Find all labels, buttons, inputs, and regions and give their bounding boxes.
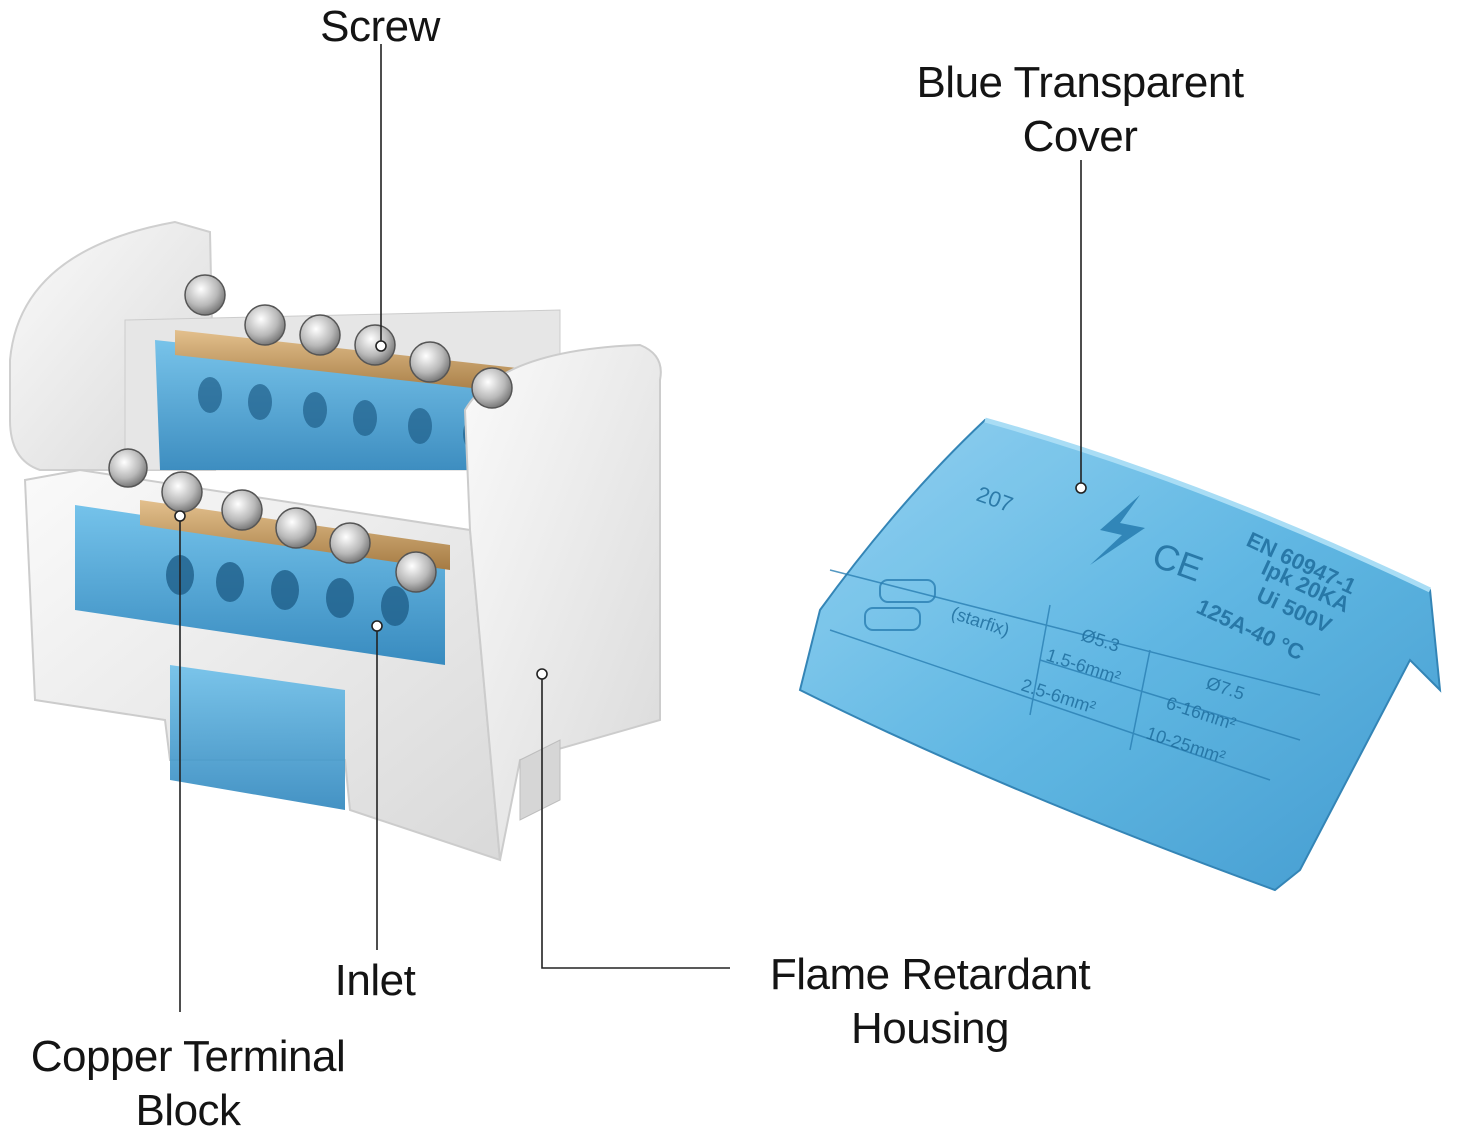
cover-top-edge: [984, 417, 1432, 593]
wire-icons: [864, 579, 936, 631]
cover-spec-table: [829, 569, 1321, 781]
cover-label-line2: Cover: [1022, 112, 1138, 161]
lower-screws: [108, 448, 437, 593]
inlet-label: Inlet: [310, 954, 440, 1008]
upper-copper-bar: [175, 330, 535, 395]
flame-label-line2: Housing: [851, 1004, 1009, 1053]
cover-body: [798, 418, 1442, 892]
copper-label-line1: Copper Terminal: [30, 1032, 346, 1081]
blue-base-plate: [170, 665, 345, 810]
flame-label-line1: Flame Retardant: [769, 950, 1091, 999]
leader-dots: [174, 340, 1087, 680]
copper-label-line2: Block: [135, 1086, 241, 1135]
screw-label-text: Screw: [320, 2, 440, 51]
upper-screws: [184, 274, 513, 409]
flame-leader: [541, 674, 730, 969]
leader-lines: [179, 44, 1082, 1012]
screw-label: Screw: [300, 0, 460, 54]
din-rail-foot: [519, 739, 561, 821]
inlet-holes: [166, 555, 409, 626]
blue-transparent-cover: [798, 417, 1442, 892]
lower-blue-rail: [75, 505, 445, 665]
copper-terminal-label: Copper Terminal Block: [0, 1030, 376, 1138]
cover-label: Blue Transparent Cover: [870, 56, 1290, 164]
housing-right-wall: [463, 343, 662, 861]
terminal-block: [9, 220, 662, 862]
inlet-holes-upper: [198, 377, 487, 452]
cover-label-line1: Blue Transparent: [916, 58, 1244, 107]
lightning-icon: [1090, 495, 1145, 565]
inlet-label-text: Inlet: [334, 956, 416, 1005]
flame-retardant-label: Flame Retardant Housing: [730, 948, 1130, 1056]
